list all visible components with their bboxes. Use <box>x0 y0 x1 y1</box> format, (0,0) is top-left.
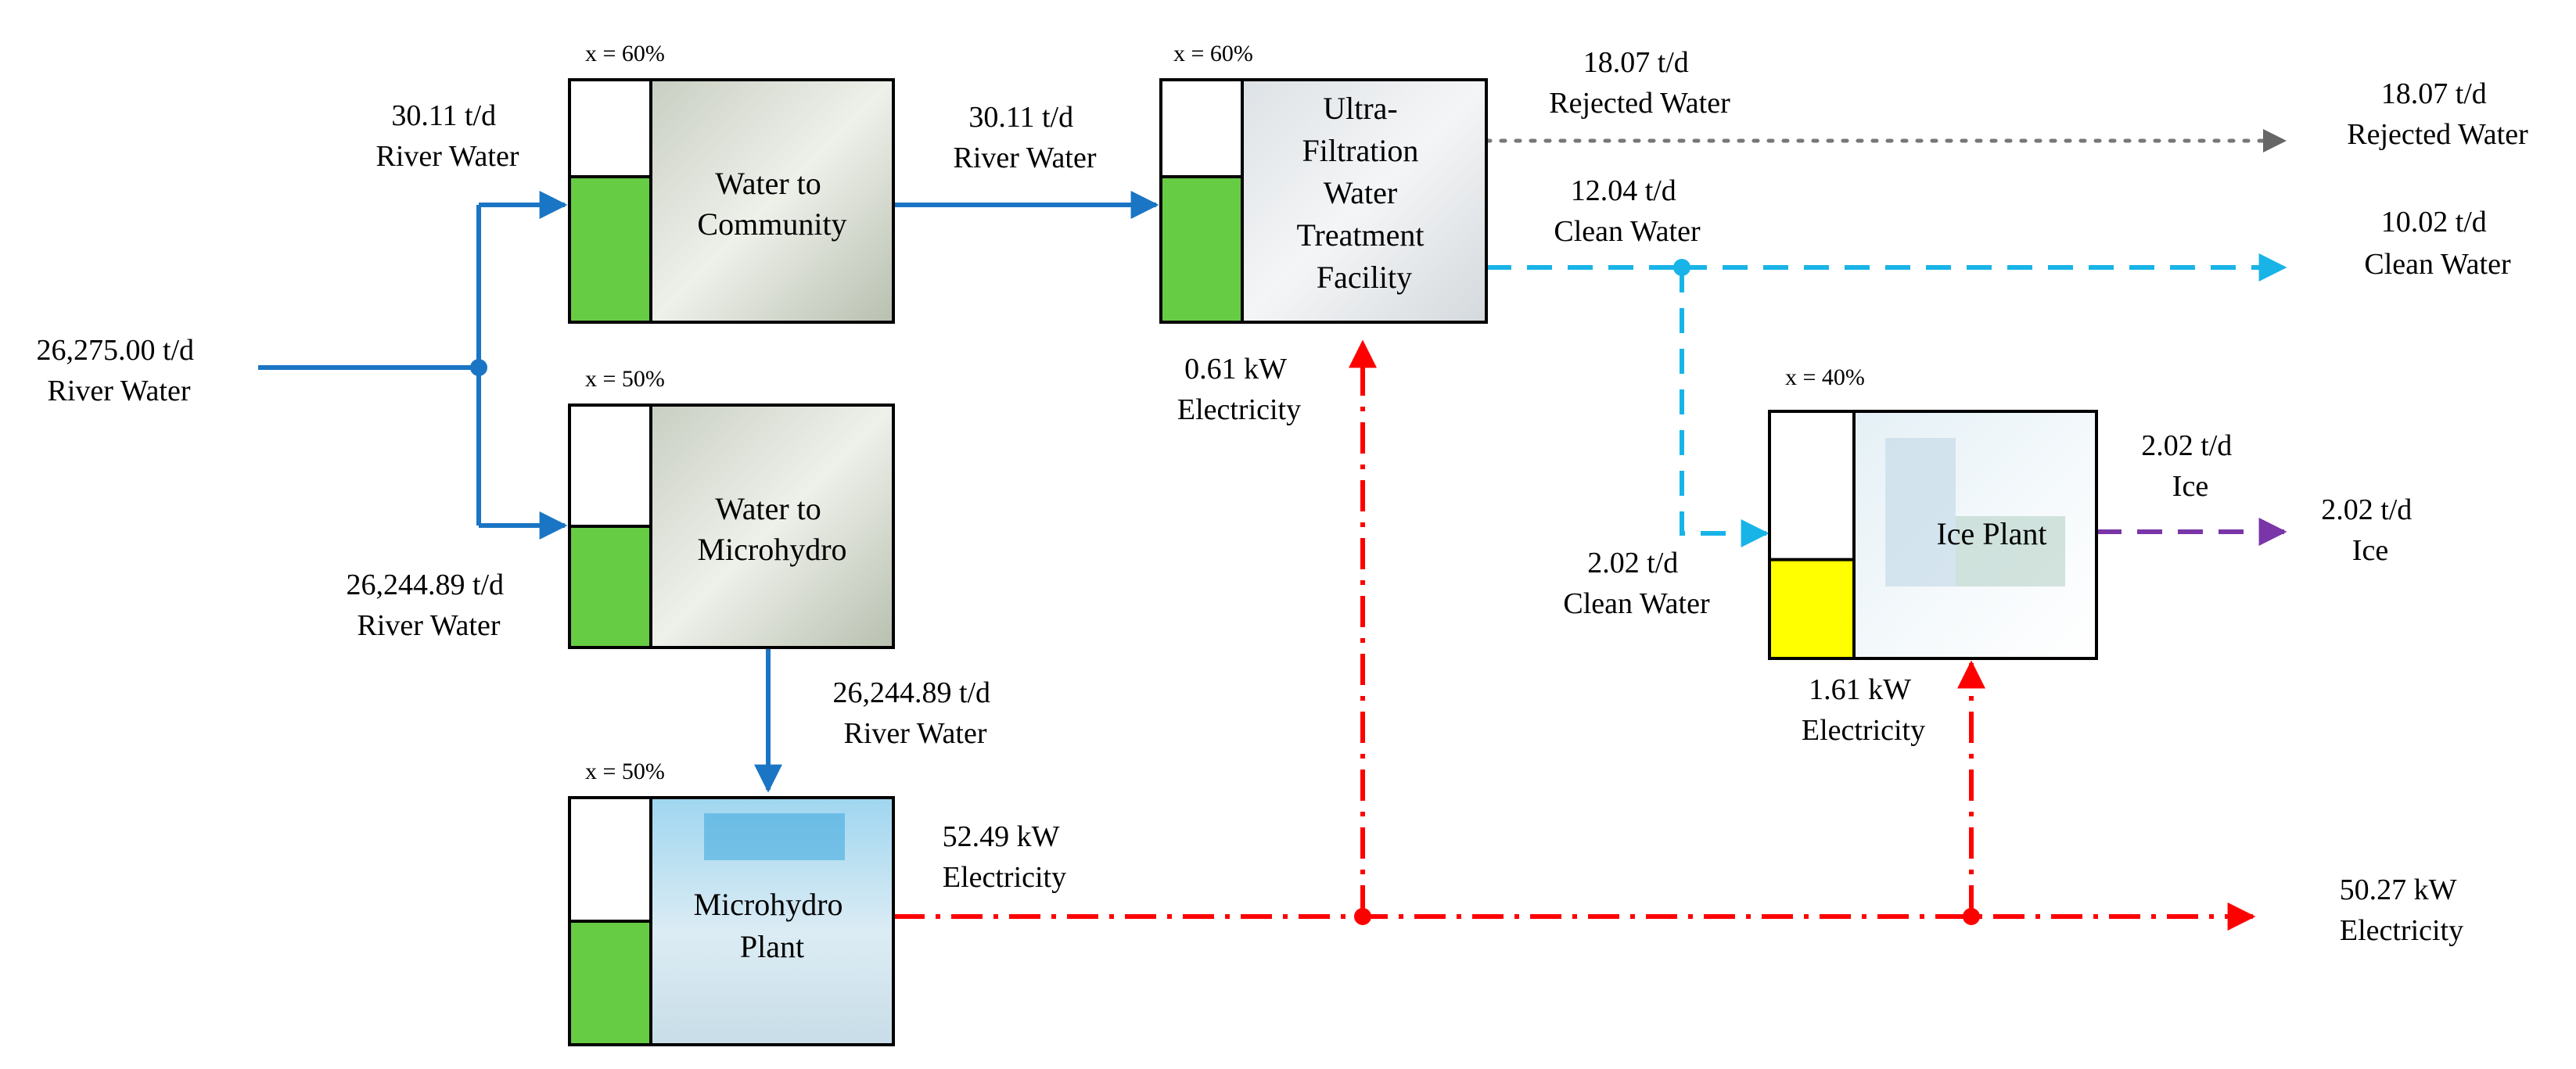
label-to-microhydro: 26,244.89 t/d River Water <box>346 569 511 642</box>
x-fraction-label: x = 50% <box>585 366 665 392</box>
x-bar-fill <box>568 525 652 649</box>
x-bar-fill <box>568 175 652 324</box>
label-to-community: 30.11 t/d River Water <box>375 99 519 173</box>
process-image-panel <box>649 404 895 649</box>
label-out-ice: 2.02 t/d Ice <box>2321 493 2420 567</box>
label-plant-electricity: 52.49 kW Electricity <box>943 820 1067 894</box>
ice-machine-graphic <box>1885 438 1956 587</box>
x-bar-fill <box>568 920 652 1046</box>
label-out-electricity: 50.27 kW Electricity <box>2340 873 2464 947</box>
x-fraction-label: x = 40% <box>1785 364 1865 390</box>
label-community-to-uf: 30.11 t/d River Water <box>953 101 1096 174</box>
to-ice-clean-arrow <box>1680 267 1769 547</box>
label-uf-clean: 12.04 t/d Clean Water <box>1554 174 1701 248</box>
electricity-node-uf <box>1354 908 1371 925</box>
process-name: Water to Microhydro <box>697 491 846 567</box>
process-name: Ultra- Filtration Water Treatment Facili… <box>1297 91 1432 295</box>
river-split-node <box>470 359 487 376</box>
process-microhydro-plant: x = 50% Microhydro Plant <box>568 759 895 1046</box>
electricity-lines <box>893 339 2256 931</box>
clean-water-lines <box>1486 253 2287 547</box>
process-name: Microhydro Plant <box>693 887 850 964</box>
x-fraction-label: x = 60% <box>1173 41 1253 66</box>
process-image-panel <box>1241 78 1488 324</box>
label-out-rejected: 18.07 t/d Rejected Water <box>2347 77 2528 151</box>
clean-split-node <box>1673 259 1690 276</box>
process-water-to-community: x = 60% Water to Community <box>568 41 895 324</box>
label-input-river: 26,275.00 t/d River Water <box>36 334 201 407</box>
label-ice-electricity: 1.61 kW Electricity <box>1802 673 1925 747</box>
label-microhydro-to-plant: 26,244.89 t/d River Water <box>832 676 997 750</box>
electricity-node-ice <box>1963 908 1980 925</box>
process-ultra-filtration: x = 60% Ultra- Filtration Water Treatmen… <box>1159 41 1488 324</box>
ice-compressor-graphic <box>1956 516 2065 587</box>
x-fraction-label: x = 60% <box>585 41 665 66</box>
label-ice-product: 2.02 t/d Ice <box>2141 429 2240 503</box>
label-ice-clean: 2.02 t/d Clean Water <box>1563 547 1710 620</box>
label-out-clean: 10.02 t/d Clean Water <box>2364 206 2511 281</box>
process-image-panel <box>649 78 895 324</box>
river-water-lines <box>258 191 1159 793</box>
process-water-to-microhydro: x = 50% Water to Microhydro <box>568 366 895 649</box>
x-fraction-label: x = 50% <box>585 759 665 784</box>
x-bar-fill <box>1768 558 1856 660</box>
label-uf-electricity: 0.61 kW Electricity <box>1177 353 1301 426</box>
process-ice-plant: x = 40% Ice Plant <box>1768 364 2098 660</box>
process-name: Ice Plant <box>1936 516 2046 551</box>
x-bar-fill <box>1159 175 1244 324</box>
process-name: Water to Community <box>697 166 846 242</box>
label-uf-rejected: 18.07 t/d Rejected Water <box>1549 46 1730 120</box>
turbine-graphic <box>704 813 845 860</box>
